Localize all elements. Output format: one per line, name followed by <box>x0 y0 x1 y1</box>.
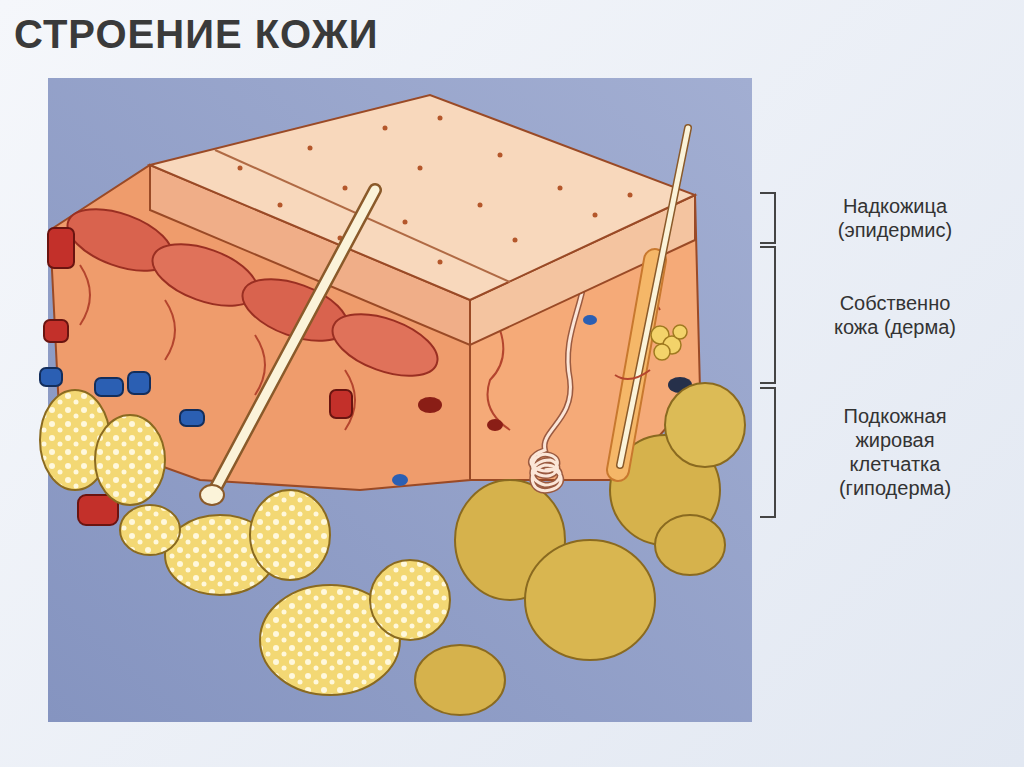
hair <box>212 190 375 495</box>
pore <box>498 153 503 158</box>
artery <box>330 390 352 418</box>
vein <box>180 410 204 426</box>
fat-lobule <box>120 505 180 555</box>
layer-label: Надкожица (эпидермис) <box>820 194 970 242</box>
pore <box>438 260 443 265</box>
arrector-muscle <box>615 370 650 379</box>
fat-lobule <box>665 383 745 467</box>
pore <box>478 203 483 208</box>
title: СТРОЕНИЕ КОЖИ <box>14 12 379 57</box>
pore <box>343 186 348 191</box>
vein <box>128 372 150 394</box>
hair <box>620 128 688 465</box>
pore <box>513 238 518 243</box>
sebaceous-gland <box>651 325 687 360</box>
epidermis-top <box>150 95 695 300</box>
pore <box>418 166 423 171</box>
hair-bulb <box>200 485 224 505</box>
pore <box>593 213 598 218</box>
pore <box>238 166 243 171</box>
pore <box>383 126 388 131</box>
bracket <box>760 388 775 517</box>
pores <box>238 116 633 265</box>
panel <box>48 78 752 722</box>
fat-lobule <box>525 540 655 660</box>
layer-label: Собственно кожа (дерма) <box>820 291 970 339</box>
nerve-fiber <box>80 265 355 430</box>
sebaceous-lobe <box>654 344 670 360</box>
fat-lobule <box>370 560 450 640</box>
vein <box>392 474 408 486</box>
artery <box>418 397 442 413</box>
vein <box>95 378 123 396</box>
vein <box>583 315 597 325</box>
vein <box>40 368 62 386</box>
hair <box>212 190 375 495</box>
pore <box>278 203 283 208</box>
artery <box>48 228 74 268</box>
bracket <box>760 193 775 243</box>
fat-lobule <box>95 415 165 505</box>
pore <box>308 146 313 151</box>
sebaceous-lobe <box>673 325 687 339</box>
pore <box>438 116 443 121</box>
pore <box>403 220 408 225</box>
fat-lobule <box>655 515 725 575</box>
bracket <box>760 247 775 383</box>
hair <box>620 128 688 465</box>
artery <box>44 320 68 342</box>
fat-lobule <box>250 490 330 580</box>
pore <box>628 193 633 198</box>
fat-lobule <box>415 645 505 715</box>
artery <box>487 419 503 431</box>
pore <box>558 186 563 191</box>
layer-label: Подкожная жировая клетчатка (гиподерма) <box>820 404 970 500</box>
